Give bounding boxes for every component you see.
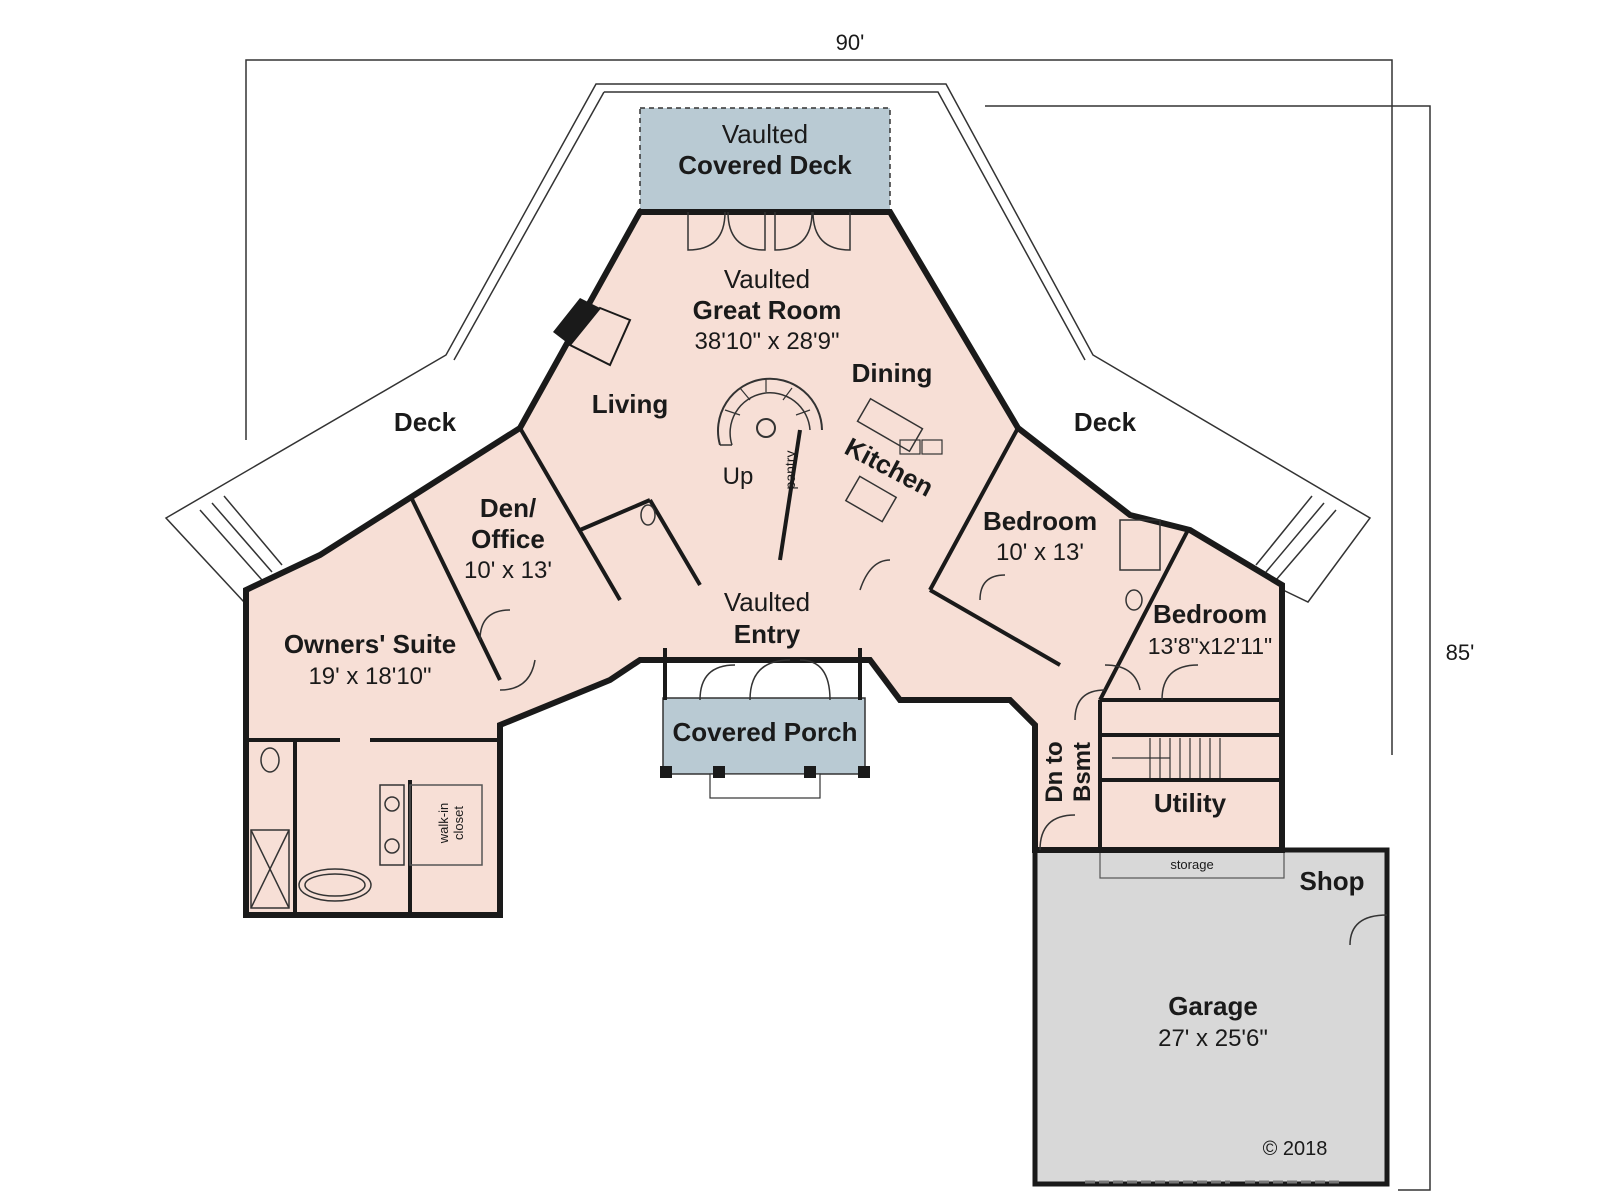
garage-label: Garage <box>1168 991 1258 1021</box>
den-label-1: Den/ <box>480 493 536 523</box>
fireplace-icon <box>553 298 632 367</box>
entry-label-1: Vaulted <box>724 587 810 617</box>
garage-size: 27' x 25'6" <box>1158 1025 1268 1052</box>
deck-left-label: Deck <box>394 407 457 437</box>
utility-label: Utility <box>1154 788 1227 818</box>
shop-label: Shop <box>1300 866 1365 896</box>
entry-label-2: Entry <box>734 619 801 649</box>
great-room-label-2: Great Room <box>693 295 842 325</box>
basement-stair-icon <box>1112 738 1221 778</box>
bedroom-1-label: Bedroom <box>983 506 1097 536</box>
covered-deck-label-1: Vaulted <box>722 119 808 149</box>
owners-suite-size: 19' x 18'10" <box>308 663 431 690</box>
den-label-2: Office <box>471 524 545 554</box>
bath-fixtures <box>250 504 1161 909</box>
shop-door <box>1349 914 1388 946</box>
deck-right-label: Deck <box>1074 407 1137 437</box>
stair-up-label: Up <box>723 463 754 490</box>
vaulted-covered-deck <box>639 107 891 213</box>
bedroom-1-size: 10' x 13' <box>996 539 1084 566</box>
copyright-text: © 2018 <box>1263 1138 1328 1160</box>
porch-posts <box>660 766 870 778</box>
spiral-stair-icon <box>717 377 823 446</box>
main-house-interior <box>246 212 1282 915</box>
walk-in-closet-label-1: walk-in <box>436 803 451 844</box>
great-room-label-1: Vaulted <box>724 264 810 294</box>
stair-down-label-1: Dn to <box>1041 741 1068 802</box>
dimension-lines <box>245 59 1431 1191</box>
storage-label: storage <box>1170 857 1213 872</box>
great-room-size: 38'10" x 28'9" <box>695 328 840 355</box>
owners-suite-label: Owners' Suite <box>284 629 456 659</box>
covered-porch-label: Covered Porch <box>673 717 858 747</box>
walk-in-closet-label-2: closet <box>451 806 466 840</box>
pantry-label: pantry <box>782 451 798 490</box>
depth-dimension-label: 85' <box>1446 640 1475 665</box>
bedroom-2-label: Bedroom <box>1153 599 1267 629</box>
covered-deck-label-2: Covered Deck <box>678 150 852 180</box>
den-size: 10' x 13' <box>464 557 552 584</box>
garage-area <box>1032 847 1390 1187</box>
interior-walls <box>246 426 1282 915</box>
stair-down-label-2: Bsmt <box>1069 742 1096 802</box>
door-swings <box>479 211 1199 851</box>
width-dimension-label: 90' <box>836 30 865 55</box>
bedroom-2-size: 13'8"x12'11" <box>1148 633 1272 659</box>
porch-step <box>709 773 821 799</box>
dining-label: Dining <box>852 358 933 388</box>
kitchen-fixtures <box>844 397 943 523</box>
living-label: Living <box>592 389 669 419</box>
covered-porch <box>662 697 866 775</box>
